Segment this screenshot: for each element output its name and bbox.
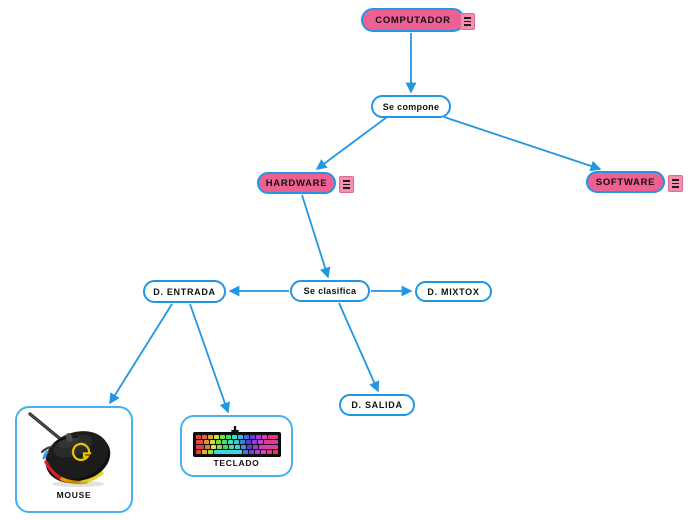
edge-se-compone-hardware [315,116,388,170]
gaming-mouse-photo [18,412,130,490]
node-software[interactable]: SOFTWARE [586,171,665,193]
hamburger-menu-icon-software[interactable] [668,175,683,192]
node-label: D. MIXTOX [427,286,480,297]
hamburger-menu-icon-computador[interactable] [460,13,475,30]
menu-line [343,187,350,189]
node-se-compone[interactable]: Se compone [371,95,451,118]
menu-line [672,179,679,181]
edge-d-entrada-mouse [109,303,173,405]
node-label: Se compone [382,101,440,112]
edge-se-clasifica-d-salida [338,302,380,393]
node-hardware[interactable]: HARDWARE [257,172,336,194]
hamburger-menu-icon-hardware[interactable] [339,176,354,193]
image-node-caption: TECLADO [213,458,260,468]
menu-line [464,17,471,19]
node-label: SOFTWARE [595,176,656,188]
menu-line [343,180,350,182]
menu-line [672,186,679,188]
node-d-entrada[interactable]: D. ENTRADA [143,280,226,303]
edge-hardware-se-clasifica [301,194,331,279]
image-node-mouse[interactable]: MOUSE [15,406,133,513]
node-label: Se clasifica [303,286,357,296]
menu-line [672,182,679,185]
menu-line [464,24,471,26]
node-se-clasifica[interactable]: Se clasifica [290,280,370,302]
menu-line [464,20,471,23]
node-d-salida[interactable]: D. SALIDA [339,394,415,416]
node-label: D. SALIDA [351,400,403,410]
rgb-keyboard-photo [191,426,283,458]
menu-line [343,183,350,186]
image-node-caption: MOUSE [56,490,92,500]
node-label: D. ENTRADA [153,286,216,297]
node-d-mixtox[interactable]: D. MIXTOX [415,281,492,302]
node-label: HARDWARE [265,177,328,189]
node-computador[interactable]: COMPUTADOR [361,8,465,32]
edge-d-entrada-teclado [189,303,230,414]
image-node-teclado[interactable]: TECLADO [180,415,293,477]
edge-se-compone-software [443,116,602,172]
node-label: COMPUTADOR [375,14,451,26]
